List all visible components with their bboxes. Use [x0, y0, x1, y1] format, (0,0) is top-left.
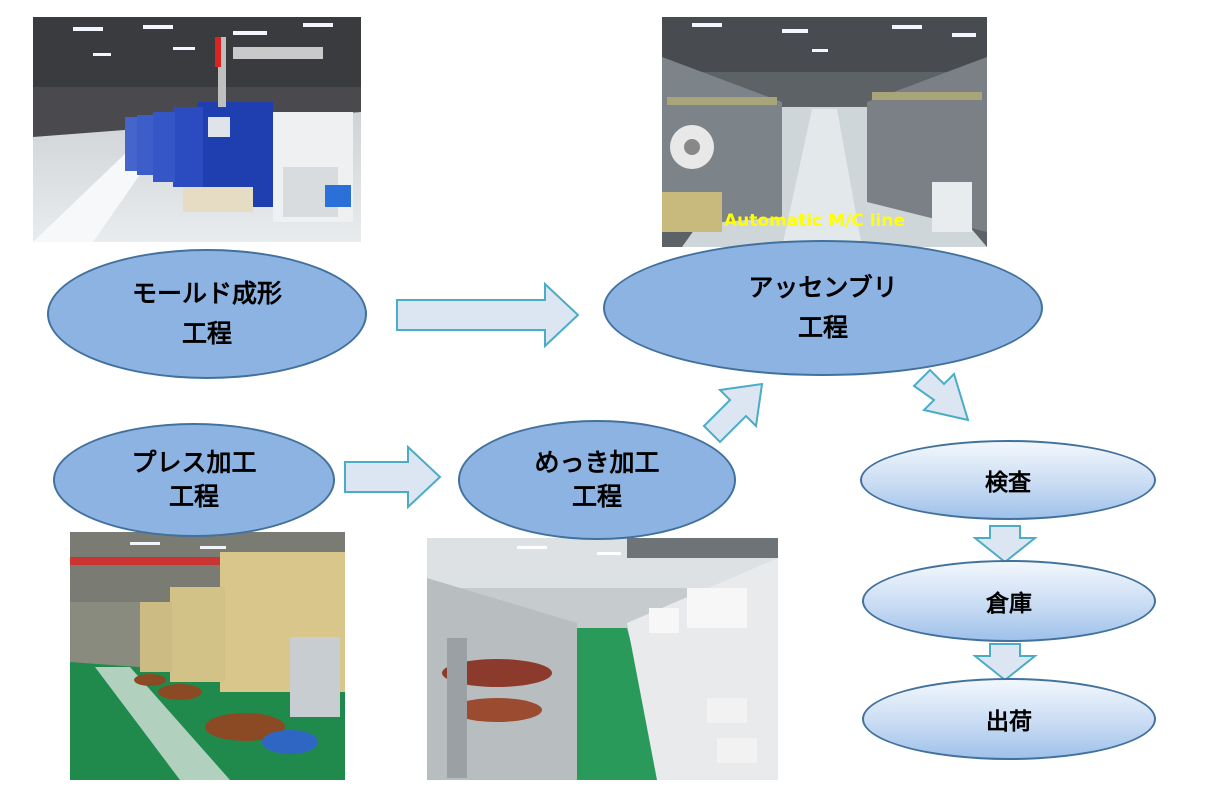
arrow-plating-to-assembly: [702, 382, 764, 444]
assembly-line-photo: [662, 17, 987, 247]
plating-line-photo: [427, 538, 778, 780]
plating-process-sublabel: 工程: [571, 482, 622, 511]
molding-line-photo: [33, 17, 361, 242]
plating-process-label: めっき加工: [534, 448, 660, 477]
assembly-process-label: アッセンブリ: [748, 273, 898, 302]
molding-process-label: モールド成形: [131, 279, 282, 308]
warehouse-node: 倉庫: [862, 560, 1156, 642]
arrow-inspection-to-warehouse: [972, 525, 1038, 564]
arrow-press-to-plating: [344, 445, 442, 509]
inspection-label: 検査: [985, 470, 1031, 496]
arrow-warehouse-to-shipping: [972, 643, 1038, 682]
shipping-label: 出荷: [986, 709, 1032, 735]
plating-process-node: めっき加工 工程: [458, 420, 736, 540]
press-line-photo: [70, 532, 345, 780]
arrow-assembly-to-inspection: [912, 368, 970, 422]
inspection-node: 検査: [860, 440, 1156, 520]
assembly-process-sublabel: 工程: [797, 313, 848, 342]
press-process-label: プレス加工: [131, 448, 257, 477]
warehouse-label: 倉庫: [986, 591, 1032, 617]
assembly-process-node: アッセンブリ 工程: [603, 240, 1043, 376]
press-process-node: プレス加工 工程: [53, 423, 335, 537]
molding-process-node: モールド成形 工程: [47, 249, 367, 379]
assembly-photo-caption: Automatic M/C line: [724, 211, 906, 231]
arrow-molding-to-assembly: [396, 282, 580, 348]
press-process-sublabel: 工程: [168, 482, 219, 511]
shipping-node: 出荷: [862, 678, 1156, 760]
molding-process-sublabel: 工程: [181, 319, 232, 348]
